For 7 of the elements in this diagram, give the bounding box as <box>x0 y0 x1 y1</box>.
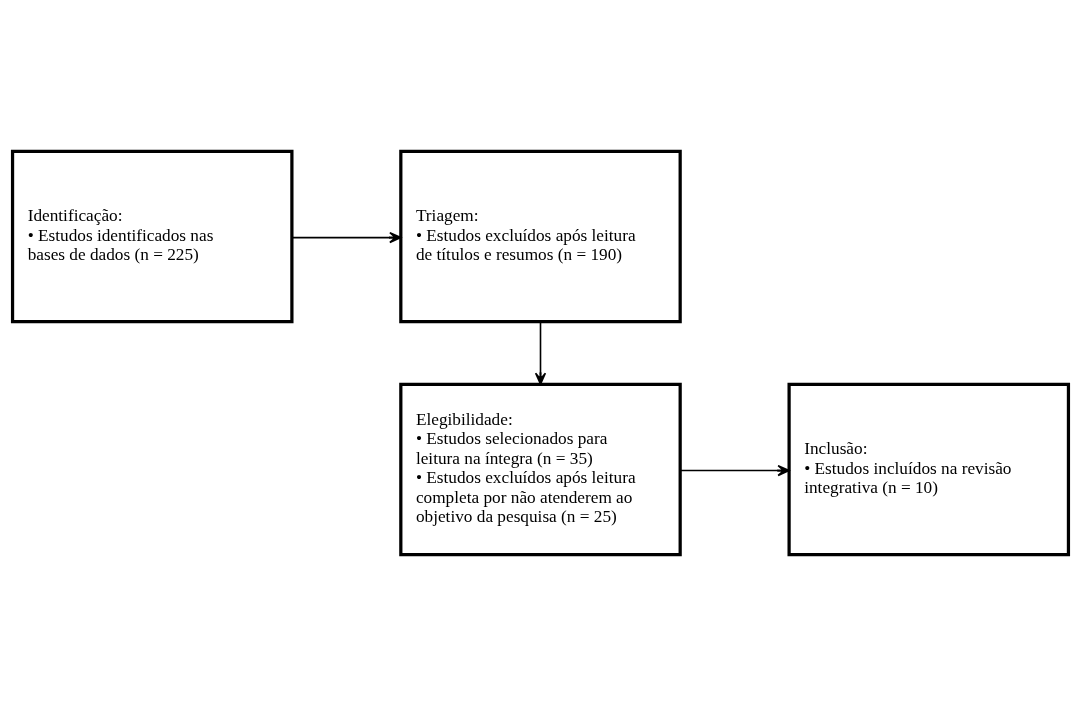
arrow <box>679 464 790 476</box>
node-box: Elegibilidade: • Estudos selecionados para leitura na íntegra (n = 35) • Estudos excluídos após leitura completa por não atenderem ao objetivo da pesquisa (n = 25) <box>399 382 682 556</box>
node-box: Inclusão: • Estudos incluídos na revisão integrativa (n = 10) <box>787 382 1071 556</box>
node-box: Triagem: • Estudos excluídos após leitura de títulos e resumos (n = 190) <box>399 149 682 323</box>
node-box: Identificação: • Estudos identificados nas bases de dados (n = 225) <box>10 149 294 323</box>
arrow <box>534 320 547 385</box>
arrow <box>291 231 402 243</box>
